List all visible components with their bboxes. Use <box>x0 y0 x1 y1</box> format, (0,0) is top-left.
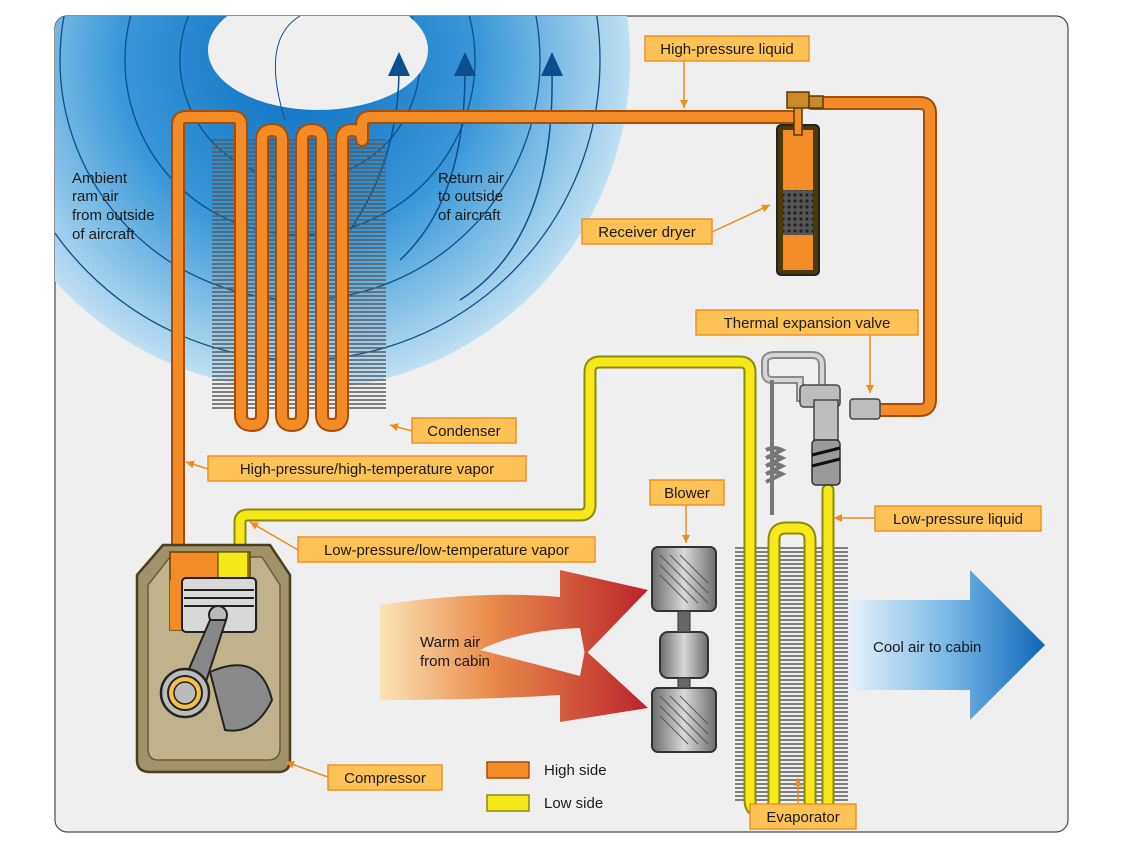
legend-low-swatch <box>486 794 530 812</box>
leader-arrowhead <box>866 385 874 393</box>
capillary-coil <box>765 380 787 515</box>
tag-label-high-pressure-liquid: High-pressure liquid <box>660 41 793 58</box>
warm-air-line: from cabin <box>420 653 490 670</box>
leader-line <box>249 521 299 551</box>
tag-box-lp-lt-vapor <box>297 536 596 563</box>
leader-lines <box>185 60 875 804</box>
tag-label-compressor: Compressor <box>344 770 426 787</box>
ambient-line: of aircraft <box>72 226 135 243</box>
return-air-line: to outside <box>438 188 503 205</box>
leader-arrowhead <box>794 778 802 786</box>
legend-high-swatch <box>486 761 530 779</box>
tag-label-condenser: Condenser <box>427 423 500 440</box>
caption-warm-air: Warm air from cabin <box>420 634 490 670</box>
high-side-lines <box>171 96 937 555</box>
leader-arrowhead <box>390 423 399 431</box>
return-air-arrowheads <box>388 52 563 76</box>
legend-high-label: High side <box>544 762 607 779</box>
tag-label-lp-lt-vapor: Low-pressure/low-temperature vapor <box>324 542 569 559</box>
cool-air-arrow <box>850 570 1045 720</box>
leader-arrowhead <box>250 522 259 530</box>
tag-label-receiver-dryer: Receiver dryer <box>598 224 696 241</box>
caption-cool-air: Cool air to cabin <box>873 639 981 656</box>
tag-box-hp-ht-vapor <box>207 455 527 482</box>
compressor <box>135 543 292 774</box>
warm-air-line: Warm air <box>420 634 480 651</box>
tag-label-low-pressure-liquid: Low-pressure liquid <box>893 511 1023 528</box>
thermal-expansion-valve <box>761 351 881 486</box>
blower <box>651 546 717 753</box>
ambient-line: Ambient <box>72 170 128 187</box>
tag-label-blower: Blower <box>664 485 710 502</box>
ambient-line: ram air <box>72 188 119 205</box>
return-air-line: of aircraft <box>438 207 501 224</box>
caption-return-air: Return air to outside of aircraft <box>438 170 504 224</box>
tag-label-evaporator: Evaporator <box>766 809 839 826</box>
tag-box-low-pressure-liquid <box>874 505 1042 532</box>
leader-arrowhead <box>286 760 295 769</box>
return-air-line: Return air <box>438 170 504 187</box>
leader-arrowhead <box>834 514 842 522</box>
tag-box-high-pressure-liquid <box>644 35 810 62</box>
caption-ambient: Ambient ram air from outside of aircraft <box>72 170 155 243</box>
tag-box-compressor <box>327 764 443 791</box>
leader-arrowhead <box>680 100 688 108</box>
leader-arrowhead <box>186 460 195 469</box>
legend-low-label: Low side <box>544 795 603 812</box>
leader-line <box>711 204 771 233</box>
legend: High side Low side <box>486 761 607 812</box>
tag-box-blower <box>649 479 725 506</box>
ambient-line: from outside <box>72 207 155 224</box>
tag-box-evaporator <box>749 803 857 830</box>
tag-box-thermal-expansion-valve <box>695 309 919 336</box>
tag-label-hp-ht-vapor: High-pressure/high-temperature vapor <box>240 461 494 478</box>
warm-air-arrows <box>380 570 648 722</box>
tag-box-receiver-dryer <box>581 218 713 245</box>
leader-arrowhead <box>761 204 770 213</box>
leader-arrowhead <box>682 535 690 543</box>
receiver-dryer <box>776 91 824 276</box>
tag-label-thermal-expansion-valve: Thermal expansion valve <box>724 315 891 332</box>
tag-box-condenser <box>411 417 517 444</box>
